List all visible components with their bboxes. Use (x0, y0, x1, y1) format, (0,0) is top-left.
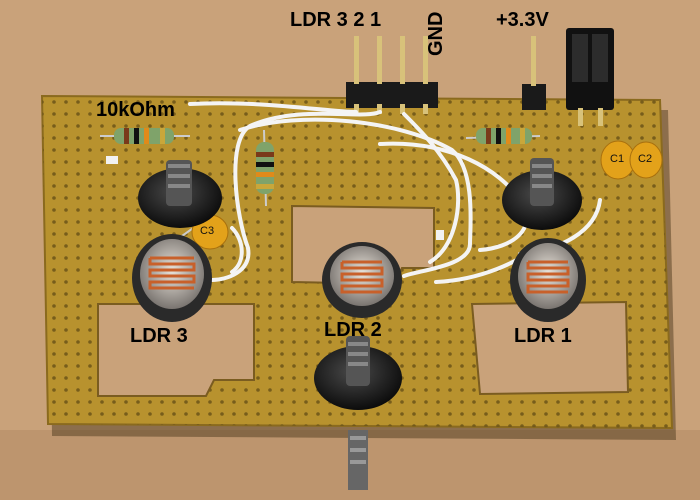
jumper-right (436, 230, 444, 240)
ldr-pins-label: LDR 3 2 1 (290, 9, 382, 31)
capacitor-c1-label: C1 (610, 153, 625, 165)
ldr2-label: LDR 2 (324, 319, 382, 341)
standoff-right (502, 158, 582, 230)
resistor-right (465, 128, 541, 144)
ldr3-sensor (132, 234, 212, 322)
pin-header-ldr (346, 36, 438, 114)
pin-header-double (566, 28, 614, 126)
resistor-label: 10kOhm (96, 99, 175, 121)
ldr1-label: LDR 1 (514, 325, 572, 347)
resistor-left (100, 128, 190, 144)
ldr2-sensor (322, 242, 402, 318)
capacitor-c2-shape (629, 141, 663, 179)
capacitor-c3-label: C3 (200, 225, 215, 237)
vcc-label: +3.3V (496, 9, 549, 31)
pin-header-vcc (522, 36, 546, 110)
standoff-bottom (314, 336, 402, 490)
resistor-center (256, 129, 274, 207)
jumper-left (106, 156, 118, 164)
cutout-left (97, 303, 255, 397)
capacitor-c2-label: C2 (638, 153, 653, 165)
ldr3-label: LDR 3 (130, 325, 188, 347)
standoff-left (138, 160, 222, 228)
gnd-label: GND (425, 11, 447, 56)
ldr1-sensor (510, 238, 586, 322)
